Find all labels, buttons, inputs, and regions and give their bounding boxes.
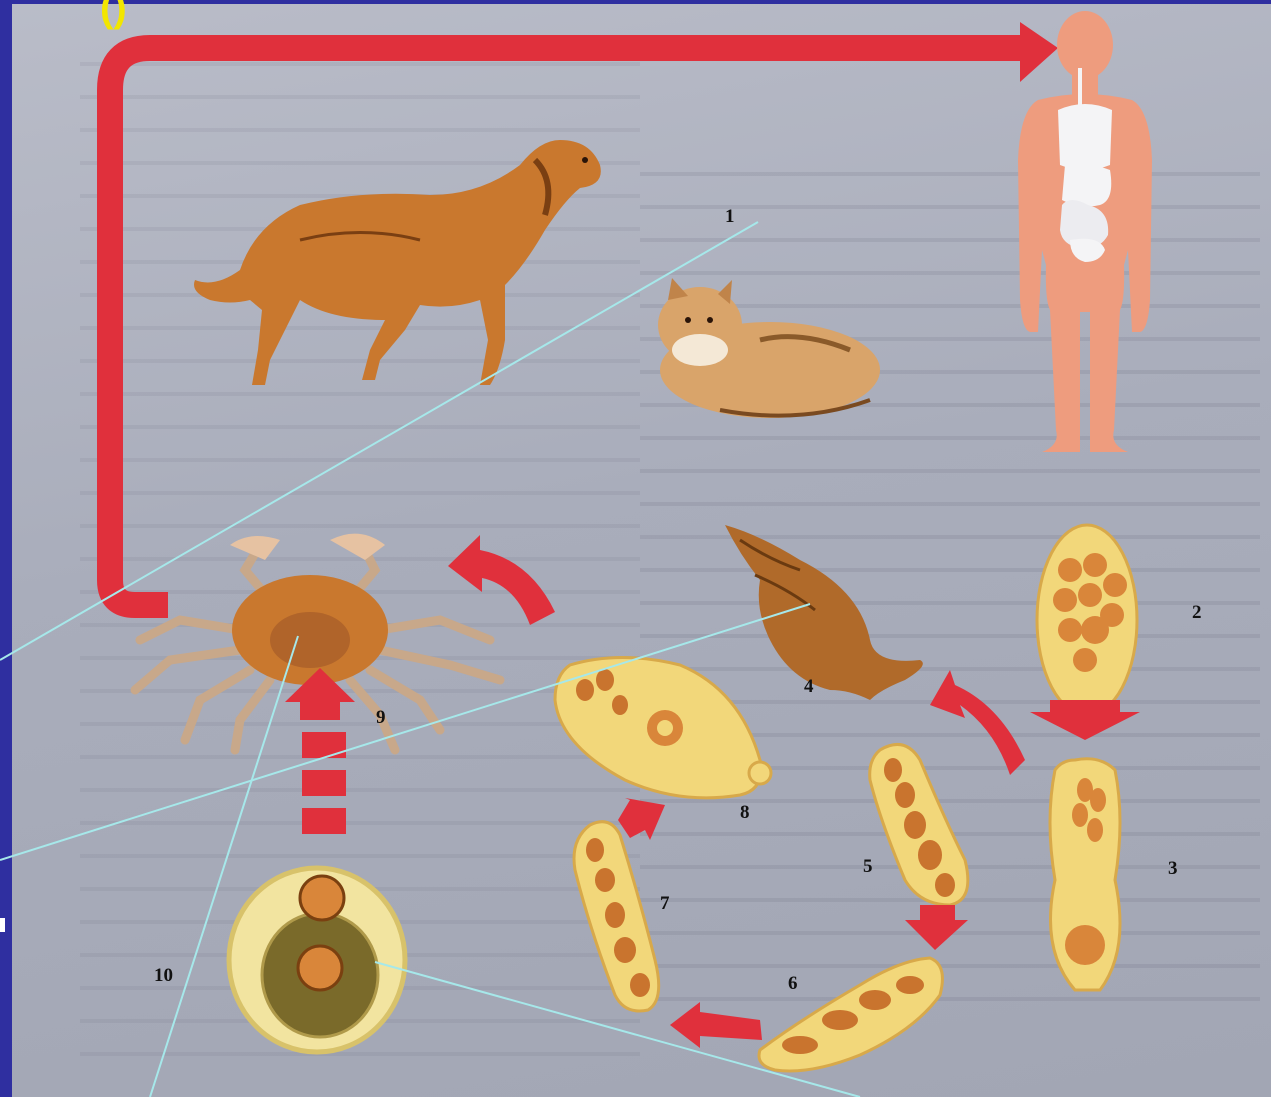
egg-stage-2	[1037, 525, 1137, 715]
label-6: 6	[788, 973, 798, 995]
cercaria-stage-8	[555, 658, 771, 798]
label-8: 8	[740, 802, 750, 824]
snail	[725, 525, 923, 700]
human-figure	[1018, 11, 1152, 452]
label-4: 4	[804, 676, 814, 698]
larva-stage-5	[870, 744, 968, 905]
label-7: 7	[660, 893, 670, 915]
label-9: 9	[376, 707, 386, 729]
label-5: 5	[863, 856, 873, 878]
crab-to-human-arrow	[110, 22, 1058, 605]
larva-stage-7	[574, 822, 659, 1011]
label-10: 10	[154, 965, 173, 987]
metacercaria-cyst-10	[229, 868, 405, 1052]
label-2: 2	[1192, 602, 1202, 624]
label-3: 3	[1168, 858, 1178, 880]
label-1: 1	[725, 206, 735, 228]
cat	[658, 278, 880, 418]
larva-stage-6	[759, 958, 942, 1071]
larva-stage-3	[1050, 759, 1120, 990]
